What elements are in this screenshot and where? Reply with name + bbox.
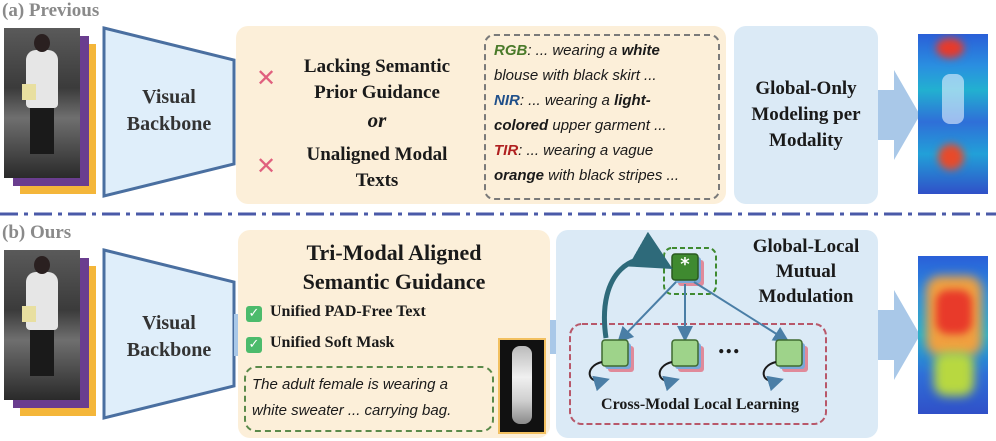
global-only-line2: Modeling per	[751, 104, 861, 125]
caption-line2: white sweater ... carrying bag.	[252, 402, 452, 419]
ellipsis: ...	[718, 330, 741, 359]
heatmap-ours	[918, 256, 988, 414]
rgb-label: RGB	[494, 42, 528, 59]
section-title-ours: (b) Ours	[2, 222, 72, 243]
visual-backbone-ours	[102, 248, 236, 420]
rgb-text-line2: blouse with black skirt ...	[494, 67, 657, 84]
cross-icon: ✕	[256, 152, 277, 180]
global-only-line1: Global-Only	[755, 78, 857, 99]
section-separator	[0, 212, 996, 216]
glm-line1: Global-Local	[752, 236, 860, 257]
heatmap-previous	[918, 34, 988, 194]
issue1-line2: Prior Guidance	[314, 82, 440, 103]
modality-texts-box	[484, 34, 720, 200]
backbone-label-line2: Backbone	[126, 113, 212, 135]
local-node-1	[588, 339, 634, 392]
previous-text-panel	[236, 26, 726, 204]
tir-text-line2: orange with black stripes ...	[494, 163, 716, 188]
soft-mask-thumbnail	[498, 338, 546, 434]
person-bag	[22, 306, 36, 322]
checkbox-checked-icon: ✓	[246, 306, 262, 322]
input-image-stack-previous	[4, 28, 104, 198]
local-node-2	[658, 339, 704, 392]
connector-ours-2	[550, 320, 558, 354]
tir-text-line1: TIR: ... wearing a vague	[494, 138, 716, 163]
nir-text-line2: colored upper garment ...	[494, 113, 716, 138]
section-title-previous: (a) Previous	[2, 0, 100, 21]
person-bag	[22, 84, 36, 100]
local-learning-label: Cross-Modal Local Learning	[601, 396, 799, 413]
rgb-text-b: white	[621, 42, 660, 59]
arrow-global-to-local1	[617, 281, 677, 343]
glm-line2: Mutual	[775, 261, 837, 282]
tir-label: TIR	[494, 142, 519, 159]
issue2-line1: Unaligned Modal	[306, 144, 448, 165]
tir-text-b: orange	[494, 167, 545, 184]
rgb-text-a: : ... wearing a	[527, 42, 622, 59]
caption-box	[244, 366, 494, 432]
nir-label: NIR	[494, 92, 520, 109]
local-group-frame	[569, 323, 827, 425]
output-arrow-ours	[878, 290, 920, 380]
cross-icon: ✕	[256, 64, 277, 92]
glm-line3: Modulation	[758, 286, 854, 307]
global-token-frame	[663, 247, 717, 295]
caption-line1: The adult female is wearing a	[252, 376, 448, 393]
nir-text-d: upper garment ...	[548, 117, 667, 134]
nir-text-line1: NIR: ... wearing a light-	[494, 88, 716, 113]
backbone-label-line1: Visual	[142, 86, 196, 108]
or-label: or	[367, 108, 387, 132]
tir-text-c: with black stripes ...	[544, 167, 680, 184]
nir-text-c: colored	[494, 117, 549, 134]
semantic-title-line1: Tri-Modal Aligned	[306, 240, 482, 265]
hotspot-bottom	[938, 144, 964, 170]
check2-label: Unified Soft Mask	[270, 334, 395, 351]
nir-text-b: light-	[614, 92, 651, 109]
person-legs	[30, 108, 54, 154]
person-head	[34, 34, 50, 52]
modulation-graph	[569, 231, 827, 425]
tir-text-a: : ... wearing a vague	[518, 142, 654, 159]
checkbox-checked-icon: ✓	[246, 337, 262, 353]
mask-silhouette	[512, 346, 532, 424]
person-head	[34, 256, 50, 274]
person-silhouette	[942, 74, 964, 124]
rgb-frame	[4, 28, 80, 178]
arrow-global-to-local3	[693, 281, 790, 343]
global-only-panel	[734, 26, 878, 204]
hotspot-top	[936, 38, 964, 58]
semantic-title-line2: Semantic Guidance	[302, 269, 486, 294]
input-image-stack-ours	[4, 250, 104, 420]
visual-backbone-previous	[102, 26, 236, 198]
feedback-arrow	[602, 231, 673, 339]
backbone-label-line1: Visual	[142, 312, 196, 334]
hotspot-core	[936, 290, 972, 334]
global-token-symbol: *	[680, 254, 690, 275]
modality-texts: RGB: ... wearing a white blouse with bla…	[494, 38, 716, 188]
person-legs	[30, 330, 54, 376]
local-node-3	[762, 339, 808, 392]
rgb-frame	[4, 250, 80, 400]
backbone-label-line2: Backbone	[126, 339, 212, 361]
issue1-line1: Lacking Semantic	[303, 56, 451, 77]
check1-label: Unified PAD-Free Text	[270, 303, 426, 320]
connector-ours	[234, 314, 240, 356]
output-arrow-previous	[878, 70, 920, 160]
global-only-line3: Modality	[769, 130, 843, 151]
hotspot-legs	[934, 352, 974, 396]
nir-text-a: : ... wearing a	[519, 92, 615, 109]
rgb-text-line1: RGB: ... wearing a white	[494, 38, 716, 63]
issue2-line2: Texts	[355, 170, 399, 191]
